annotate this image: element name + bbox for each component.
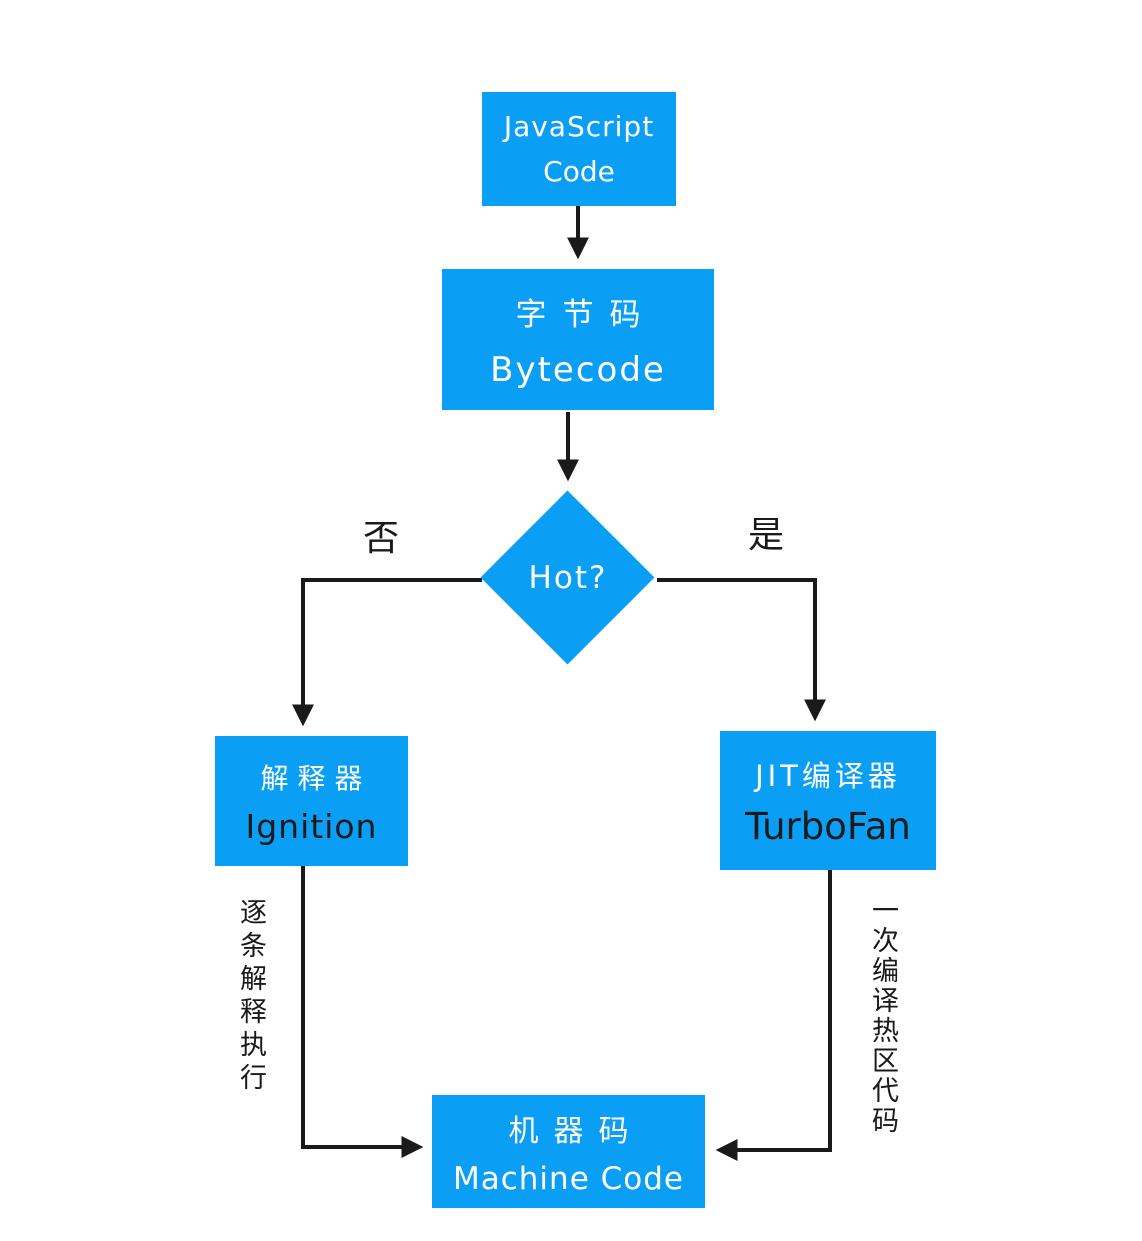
machine-code-label-en: Machine Code <box>453 1161 684 1197</box>
edge-note-interpret-line-by-line: 逐条解释执行 <box>235 898 266 1096</box>
edge-note-compile-hot-code-once: 一次编译热区代码 <box>867 896 898 1136</box>
node-bytecode: 字节码 Bytecode <box>442 269 714 410</box>
turbofan-label-en: TurboFan <box>745 805 911 848</box>
decision-hot-label: Hot? <box>528 560 608 596</box>
branch-label-yes: 是 <box>747 515 784 556</box>
arrow-hot-yes-to-turbofan <box>657 578 826 722</box>
js-code-line1: JavaScript <box>503 110 655 143</box>
bytecode-label-en: Bytecode <box>490 350 666 390</box>
bytecode-label-zh: 字节码 <box>515 297 657 333</box>
node-machine-code: 机器码 Machine Code <box>432 1095 705 1208</box>
ignition-label-en: Ignition <box>245 806 378 846</box>
arrow-ignition-to-machine <box>301 866 424 1158</box>
turbofan-label-zh: JIT编译器 <box>755 759 901 793</box>
arrow-turbofan-to-machine <box>715 870 832 1161</box>
node-ignition-interpreter: 解释器 Ignition <box>215 736 408 866</box>
arrow-hot-no-to-ignition <box>292 578 482 727</box>
node-javascript-code: JavaScript Code <box>482 92 676 206</box>
js-code-line2: Code <box>543 155 615 188</box>
ignition-label-zh: 解释器 <box>260 761 372 795</box>
branch-label-no: 否 <box>362 518 399 559</box>
machine-code-label-zh: 机器码 <box>508 1114 644 1149</box>
node-turbofan-jit-compiler: JIT编译器 TurboFan <box>720 731 936 870</box>
